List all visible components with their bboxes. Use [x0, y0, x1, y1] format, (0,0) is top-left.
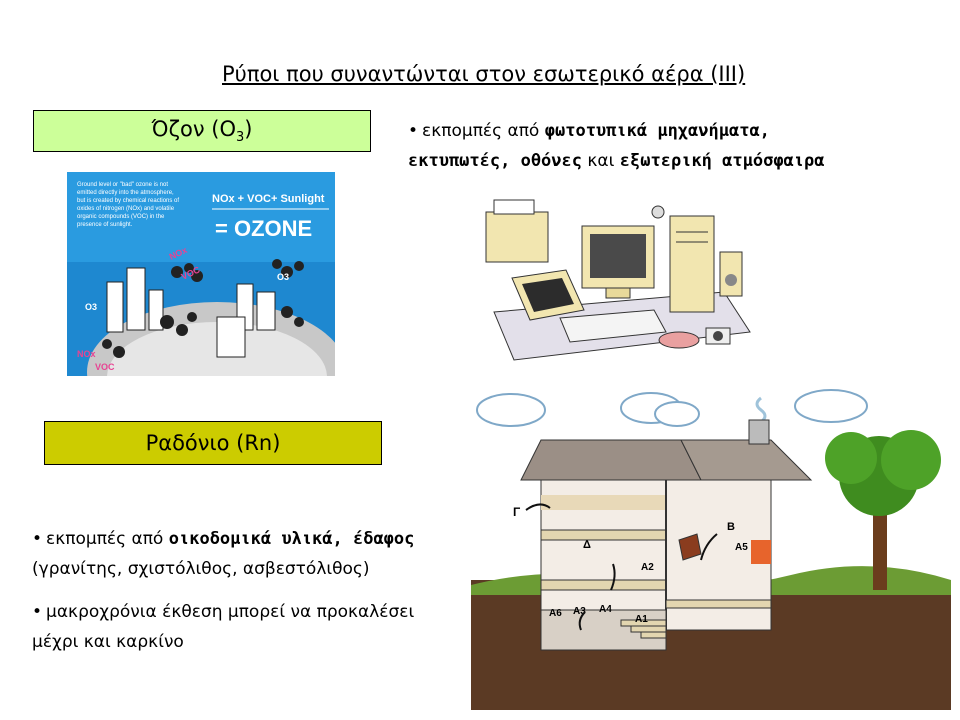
poster-caption-5: organic compounds (VOC) in the — [77, 214, 165, 220]
poster-result: = OZONE — [215, 216, 312, 241]
house-label-b: B — [727, 521, 735, 533]
poster-tag-nox-low: NOx — [77, 349, 96, 359]
house-label-g: Γ — [513, 505, 521, 519]
poster-caption-2: emitted directly into the atmosphere, — [77, 190, 174, 196]
ozone-label: Όζον (O3) — [151, 116, 253, 146]
poster-caption-6: presence of sunlight. — [77, 222, 133, 228]
radon-bullet-1: •εκπομπές από οικοδομικά υλικά, έδαφος (… — [32, 529, 415, 579]
house-label-a2: A2 — [641, 562, 654, 573]
house-label-d: Δ — [583, 539, 591, 551]
radon-label: Ραδόνιο (Rn) — [145, 431, 281, 455]
house-label-a5: A5 — [735, 542, 748, 553]
slide-title: Ρύποι που συναντώνται στον εσωτερικό αέρ… — [222, 62, 746, 86]
poster-caption-1: Ground level or "bad" ozone is not — [77, 182, 168, 188]
poster-tag-voc-low: VOC — [95, 362, 115, 372]
poster-caption-4: oxides of nitrogen (NOx) and volatile — [77, 206, 175, 212]
radon-bullet-2: •μακροχρόνια έκθεση μπορεί να προκαλέσει… — [32, 602, 415, 652]
house-label-a6: A6 — [549, 608, 562, 619]
ozone-label-box: Όζον (O3) — [33, 110, 371, 152]
house-label-a3: A3 — [573, 606, 586, 617]
poster-formula: NOx + VOC+ Sunlight — [212, 193, 325, 205]
radon-house-illustration: Γ Δ B A1 A2 A3 A4 A5 A6 — [471, 389, 951, 710]
house-label-a4: A4 — [599, 604, 612, 615]
poster-tag-o3-left: O3 — [85, 302, 97, 312]
ozone-poster-illustration: Ground level or "bad" ozone is not emitt… — [67, 172, 335, 376]
ozone-bullet: •εκπομπές από φωτοτυπικά μηχανήματα, εκτ… — [408, 121, 825, 171]
poster-caption-3: but is created by chemical reactions of — [77, 198, 179, 204]
poster-tag-o3-right: O3 — [277, 272, 289, 282]
house-label-a1: A1 — [635, 614, 648, 625]
radon-label-box: Ραδόνιο (Rn) — [44, 421, 382, 465]
office-equipment-illustration — [485, 199, 751, 361]
